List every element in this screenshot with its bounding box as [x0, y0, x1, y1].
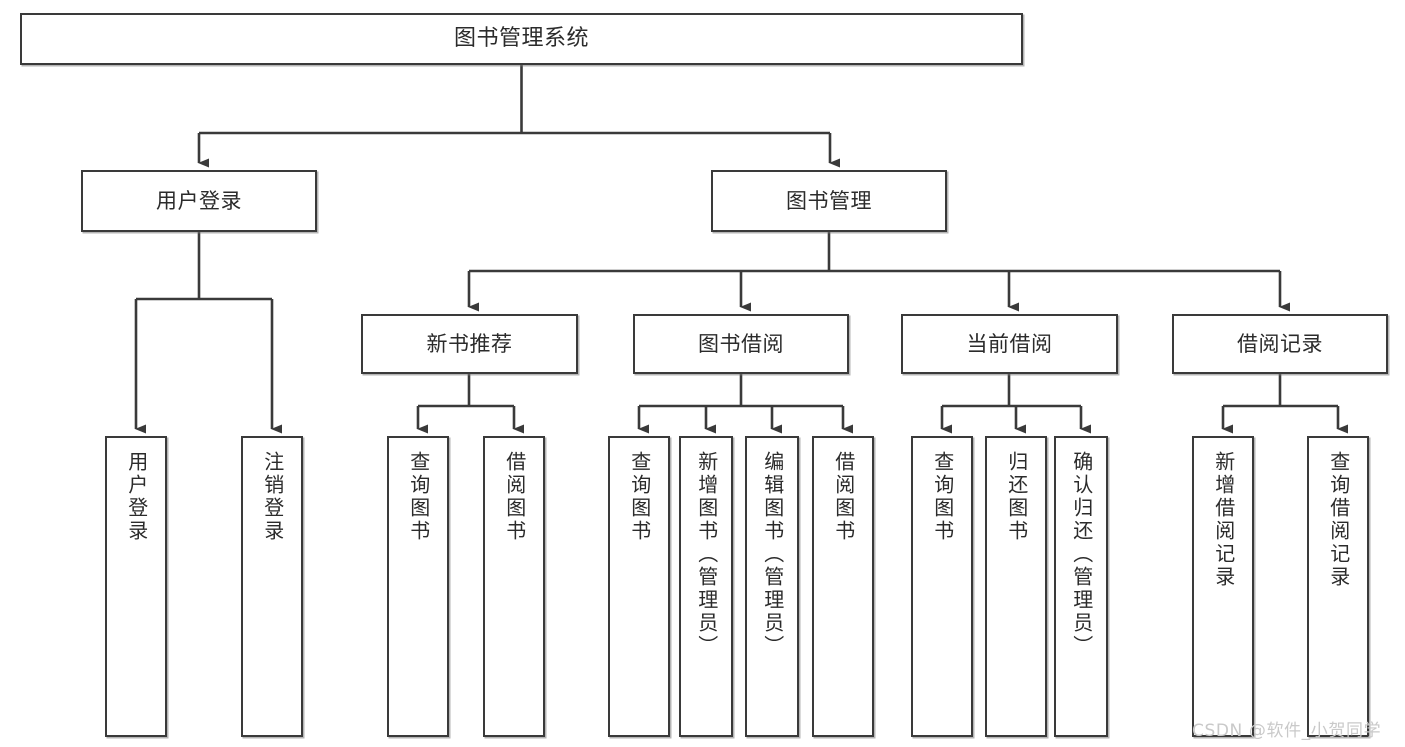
- node-new-book-recommend[interactable]: 新书推荐: [361, 314, 578, 374]
- node-leaf-user-login-label: 用户登录: [124, 451, 149, 543]
- node-leaf-edit-book-admin[interactable]: 编辑图书（管理员）: [745, 436, 799, 737]
- node-leaf-query-book-cur-label: 查询图书: [930, 451, 955, 543]
- node-leaf-return-book-label: 归还图书: [1004, 451, 1029, 543]
- node-leaf-edit-book-admin-label: 编辑图书（管理员）: [760, 451, 785, 658]
- node-leaf-add-borrow-record-label: 新增借阅记录: [1211, 451, 1236, 589]
- node-book-manage-label: 图书管理: [786, 188, 872, 213]
- node-leaf-add-book-admin[interactable]: 新增图书（管理员）: [679, 436, 733, 737]
- node-leaf-query-borrow-record[interactable]: 查询借阅记录: [1307, 436, 1369, 737]
- node-user-login-label: 用户登录: [156, 188, 242, 213]
- csdn-watermark: CSDN @软件_小贺同学: [1192, 721, 1382, 741]
- node-leaf-logout-label: 注销登录: [260, 451, 285, 543]
- node-leaf-borrow-book[interactable]: 借阅图书: [812, 436, 874, 737]
- node-leaf-query-book-cur[interactable]: 查询图书: [911, 436, 973, 737]
- node-leaf-add-borrow-record[interactable]: 新增借阅记录: [1192, 436, 1254, 737]
- node-book-borrow[interactable]: 图书借阅: [633, 314, 849, 374]
- node-leaf-user-login[interactable]: 用户登录: [105, 436, 167, 737]
- node-book-manage[interactable]: 图书管理: [711, 170, 947, 232]
- node-leaf-logout[interactable]: 注销登录: [241, 436, 303, 737]
- node-leaf-confirm-return-admin[interactable]: 确认归还（管理员）: [1054, 436, 1108, 737]
- node-leaf-add-book-admin-label: 新增图书（管理员）: [694, 451, 719, 658]
- node-leaf-query-book-rec-label: 查询图书: [406, 451, 431, 543]
- node-leaf-borrow-book-rec-label: 借阅图书: [502, 451, 527, 543]
- node-book-borrow-label: 图书借阅: [698, 331, 784, 356]
- node-leaf-return-book[interactable]: 归还图书: [985, 436, 1047, 737]
- node-leaf-borrow-book-label: 借阅图书: [831, 451, 856, 543]
- node-leaf-query-book-borrow[interactable]: 查询图书: [608, 436, 670, 737]
- node-root[interactable]: 图书管理系统: [20, 13, 1023, 65]
- node-leaf-query-book-borrow-label: 查询图书: [627, 451, 652, 543]
- node-leaf-borrow-book-rec[interactable]: 借阅图书: [483, 436, 545, 737]
- node-current-borrow[interactable]: 当前借阅: [901, 314, 1118, 374]
- node-leaf-query-book-rec[interactable]: 查询图书: [387, 436, 449, 737]
- node-current-borrow-label: 当前借阅: [966, 331, 1053, 356]
- node-new-book-recommend-label: 新书推荐: [426, 331, 513, 356]
- node-leaf-confirm-return-admin-label: 确认归还（管理员）: [1069, 451, 1094, 658]
- node-borrow-record-label: 借阅记录: [1237, 331, 1323, 356]
- node-borrow-record[interactable]: 借阅记录: [1172, 314, 1388, 374]
- node-root-label: 图书管理系统: [453, 26, 589, 52]
- node-leaf-query-borrow-record-label: 查询借阅记录: [1326, 451, 1351, 589]
- node-user-login[interactable]: 用户登录: [81, 170, 317, 232]
